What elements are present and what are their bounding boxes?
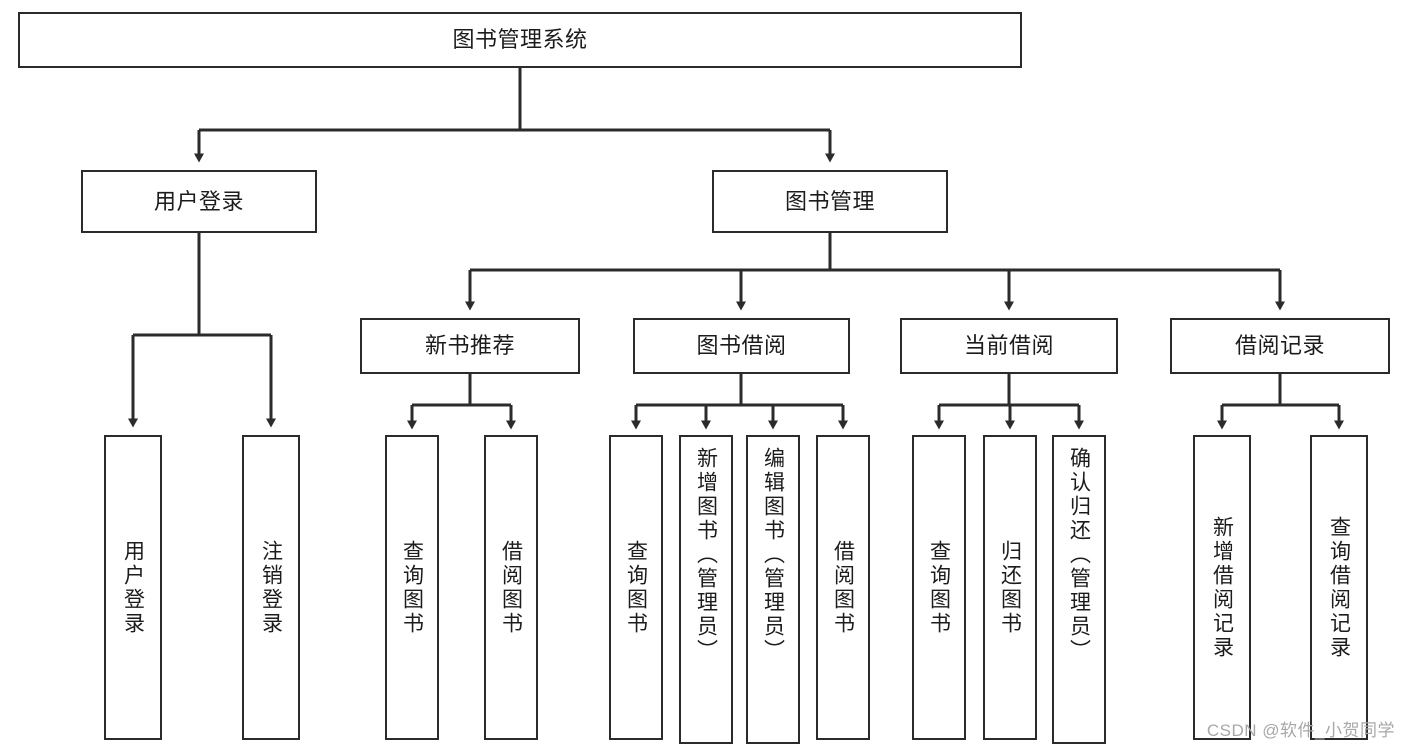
node-root-label: 图书管理系统 <box>452 27 588 53</box>
node-leaf-query-book-2-label: 查询图书 <box>624 539 648 636</box>
node-leaf-add-book[interactable]: 新增图书（管理员） <box>679 435 733 744</box>
node-borrow-record[interactable]: 借阅记录 <box>1170 318 1390 374</box>
node-leaf-logout-label: 注销登录 <box>259 539 283 636</box>
node-leaf-add-record[interactable]: 新增借阅记录 <box>1193 435 1251 740</box>
node-leaf-borrow-book-1-label: 借阅图书 <box>499 539 523 636</box>
node-leaf-borrow-book-1[interactable]: 借阅图书 <box>484 435 538 740</box>
node-new-book-recommend[interactable]: 新书推荐 <box>360 318 580 374</box>
node-root[interactable]: 图书管理系统 <box>18 12 1022 68</box>
node-leaf-query-record-label: 查询借阅记录 <box>1327 515 1351 660</box>
node-leaf-user-login[interactable]: 用户登录 <box>104 435 162 740</box>
node-book-manage-label: 图书管理 <box>784 188 875 214</box>
node-leaf-query-book-3[interactable]: 查询图书 <box>912 435 966 740</box>
node-leaf-add-book-label: 新增图书（管理员） <box>694 447 718 663</box>
node-book-borrow-label: 图书借阅 <box>696 333 787 359</box>
node-leaf-query-book-1[interactable]: 查询图书 <box>385 435 439 740</box>
node-leaf-query-book-1-label: 查询图书 <box>400 539 424 636</box>
node-leaf-return-book[interactable]: 归还图书 <box>983 435 1037 740</box>
node-leaf-confirm-return[interactable]: 确认归还（管理员） <box>1052 435 1106 744</box>
node-borrow-record-label: 借阅记录 <box>1234 333 1325 359</box>
node-leaf-query-book-2[interactable]: 查询图书 <box>609 435 663 740</box>
node-user-login-label: 用户登录 <box>153 188 244 214</box>
node-new-book-recommend-label: 新书推荐 <box>424 333 515 359</box>
node-leaf-borrow-book-2-label: 借阅图书 <box>831 539 855 636</box>
node-user-login[interactable]: 用户登录 <box>81 170 317 233</box>
node-leaf-confirm-return-label: 确认归还（管理员） <box>1067 447 1091 663</box>
node-leaf-user-login-label: 用户登录 <box>121 539 145 636</box>
node-book-borrow[interactable]: 图书借阅 <box>633 318 850 374</box>
node-leaf-add-record-label: 新增借阅记录 <box>1210 515 1234 660</box>
watermark-text: CSDN @软件_小贺同学 <box>1206 721 1395 740</box>
node-leaf-edit-book[interactable]: 编辑图书（管理员） <box>746 435 800 744</box>
node-leaf-edit-book-label: 编辑图书（管理员） <box>761 447 785 663</box>
node-book-manage[interactable]: 图书管理 <box>712 170 948 233</box>
node-leaf-logout[interactable]: 注销登录 <box>242 435 300 740</box>
node-leaf-query-book-3-label: 查询图书 <box>927 539 951 636</box>
node-current-borrow[interactable]: 当前借阅 <box>900 318 1118 374</box>
node-leaf-query-record[interactable]: 查询借阅记录 <box>1310 435 1368 740</box>
node-leaf-return-book-label: 归还图书 <box>998 539 1022 636</box>
node-current-borrow-label: 当前借阅 <box>963 333 1054 359</box>
node-leaf-borrow-book-2[interactable]: 借阅图书 <box>816 435 870 740</box>
